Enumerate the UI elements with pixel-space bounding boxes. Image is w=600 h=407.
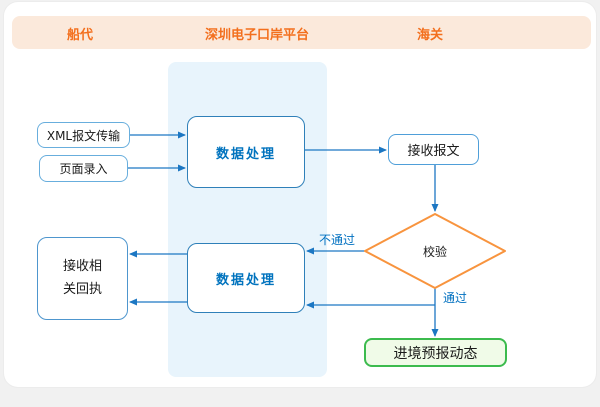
node-receive-receipt: 接收相 关回执 <box>37 237 128 320</box>
check-diamond-shape <box>364 213 506 289</box>
edge-label-fail: 不通过 <box>319 233 356 247</box>
node-data-processing-1: 数据处理 <box>187 116 305 188</box>
edge-label-pass: 通过 <box>443 291 468 305</box>
node-xml-message-transfer: XML报文传输 <box>37 122 130 148</box>
node-check-label: 校验 <box>422 244 447 259</box>
receipt-label-line2: 关回执 <box>62 281 102 297</box>
swimlane-header-bar <box>12 16 591 49</box>
lane-title-customs: 海关 <box>416 28 444 43</box>
platform-lane-background <box>168 62 327 377</box>
node-data-processing-2: 数据处理 <box>187 243 305 313</box>
node-page-entry: 页面录入 <box>39 155 128 182</box>
lane-title-platform: 深圳电子口岸平台 <box>204 28 310 43</box>
node-receive-message: 接收报文 <box>388 134 479 165</box>
node-entry-forecast-status: 进境预报动态 <box>364 338 507 367</box>
lane-title-shipping-agent: 船代 <box>66 28 94 43</box>
receipt-label-line1: 接收相 <box>62 259 102 275</box>
